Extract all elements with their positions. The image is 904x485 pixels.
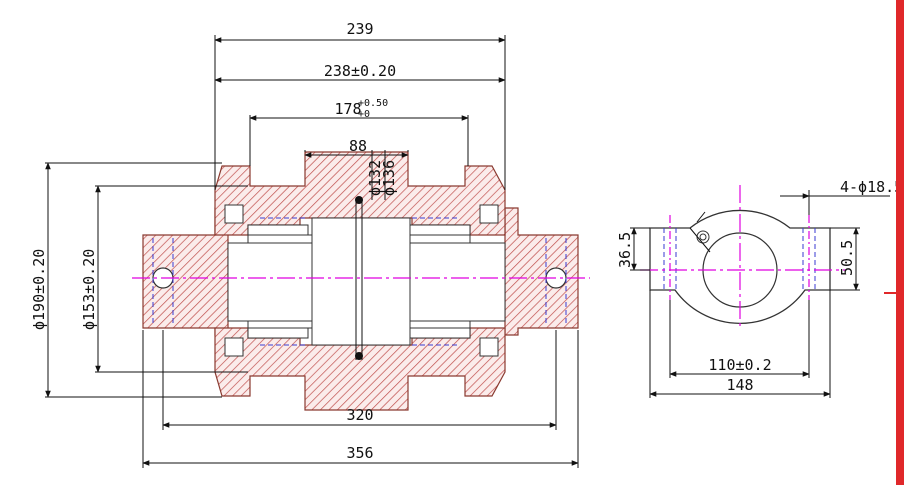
dim-flange-width: 238±0.20 <box>324 62 396 80</box>
dim-shaft-320: 320 <box>346 406 373 424</box>
dim-diameter-136: ϕ136 <box>380 160 398 196</box>
bushing-right-low <box>409 327 471 339</box>
dim-hole-spacing: 110±0.2 <box>708 356 771 374</box>
bushing-right <box>409 224 471 236</box>
dim-inner-width: 178 <box>334 100 361 118</box>
center-sleeve <box>311 217 411 346</box>
dim-shaft-356: 356 <box>346 444 373 462</box>
dim-center-width: 88 <box>349 137 367 155</box>
roller-upper <box>214 151 506 236</box>
dim-holes: 4-ϕ18.5 <box>840 178 896 196</box>
dim-height-left: 36.5 <box>616 232 634 268</box>
roller-lower <box>214 327 506 411</box>
side-view: 4-ϕ18.5 36.5 50.5 110±0.2 148 <box>616 178 896 398</box>
front-view: 239 238±0.20 178 +0.50 +0 88 ϕ132 ϕ136 ϕ… <box>30 20 590 468</box>
dim-diameter-132: ϕ132 <box>366 160 384 196</box>
dim-inner-tol-upper: +0.50 <box>358 98 388 109</box>
bushing-left <box>247 224 309 236</box>
dim-diameter-190: ϕ190±0.20 <box>30 249 48 330</box>
dim-height-right: 50.5 <box>838 240 856 276</box>
dim-overall-width: 239 <box>346 20 373 38</box>
shaft-body-right <box>504 207 579 336</box>
bushing-left-low <box>247 327 309 339</box>
dim-diameter-153: ϕ153±0.20 <box>80 249 98 330</box>
dim-inner-tol-lower: +0 <box>358 109 370 120</box>
dim-base-width: 148 <box>726 376 753 394</box>
frame-border <box>896 0 904 485</box>
